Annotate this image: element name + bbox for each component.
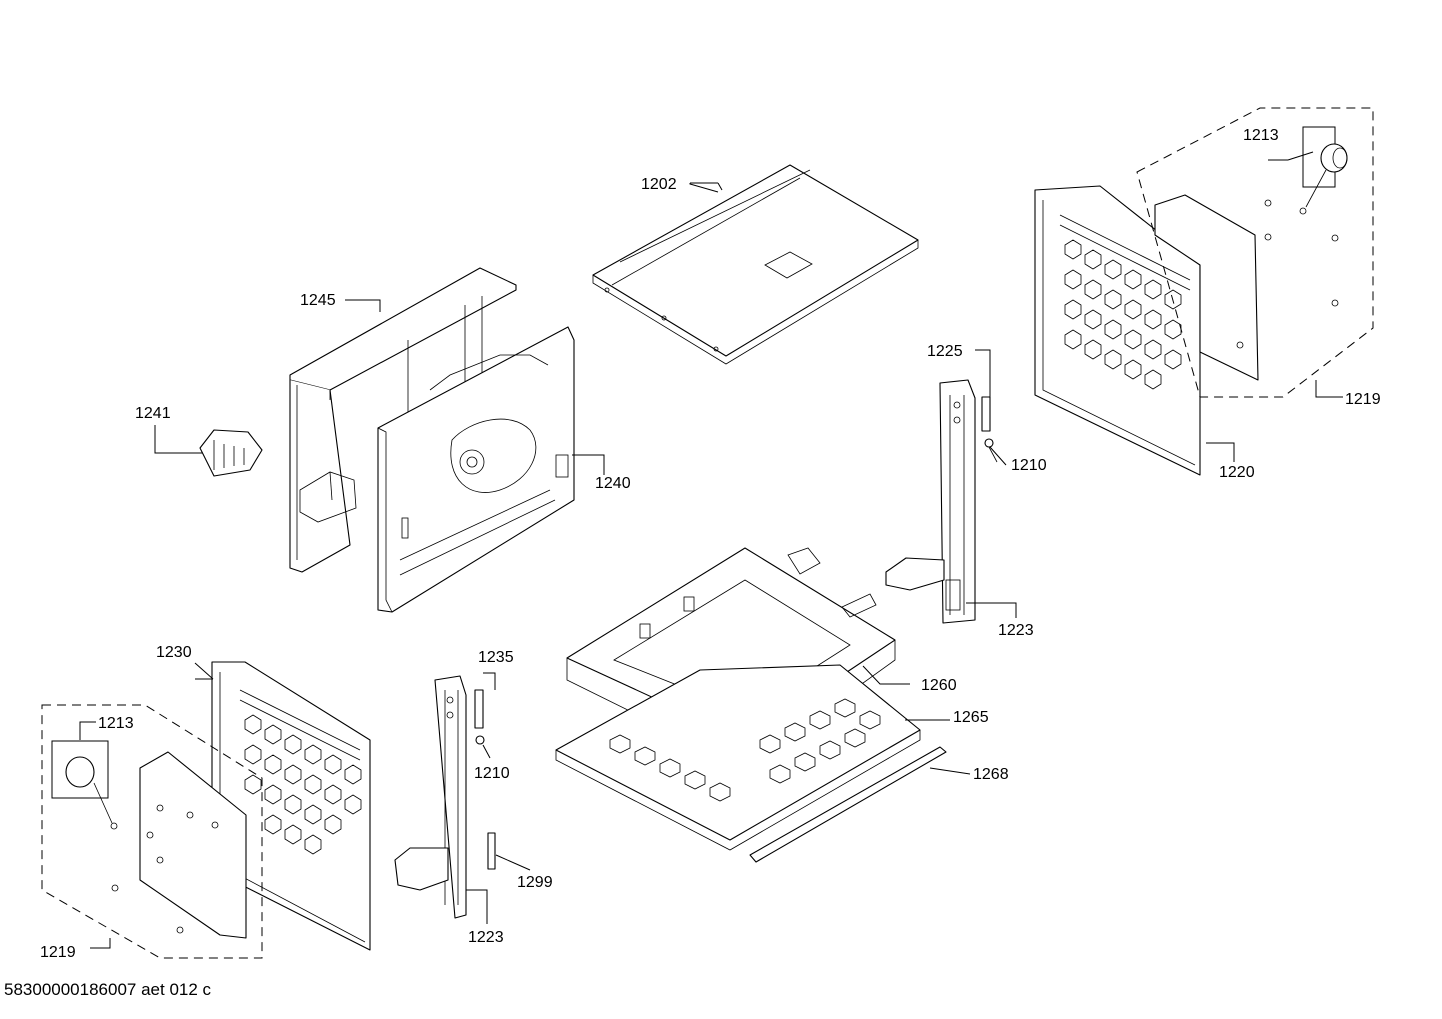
part-1245-liner-frame [289,267,517,573]
part-1219-heat-shield-right [1154,194,1339,381]
part-1219-heat-shield-left [111,751,247,939]
part-1210-screw-left [475,735,485,745]
honeycomb-right [1064,239,1182,390]
label-1299: 1299 [517,874,553,891]
label-1260: 1260 [921,677,957,694]
part-1213-knob-box-left [51,740,109,799]
label-1268: 1268 [973,766,1009,783]
label-1235: 1235 [478,649,514,666]
label-1230: 1230 [156,644,192,661]
label-1213-left: 1213 [98,715,134,732]
part-1299-clip [487,832,496,870]
part-1213-knob-right [1305,143,1348,208]
label-1223-right: 1223 [998,622,1034,639]
part-1223-rail-left [394,675,467,919]
dashed-group-1219-left [41,704,263,959]
label-1202: 1202 [641,176,677,193]
dashed-group-1219-right [1136,107,1374,398]
label-1210-left: 1210 [474,765,510,782]
label-1219-left: 1219 [40,944,76,961]
part-1235-clip-left [474,689,484,729]
label-1220: 1220 [1219,464,1255,481]
part-1241-bracket [199,429,263,477]
part-1265-bottom-tray [555,664,921,851]
label-1219-top: 1219 [1345,391,1381,408]
label-1223-left: 1223 [468,929,504,946]
part-1213-knob-left [65,756,118,830]
drawing-code: 58300000186007 aet 012 c [4,980,212,999]
label-1265: 1265 [953,709,989,726]
part-1240-rear-panel [377,326,575,613]
part-1223-rail-right [885,379,976,624]
part-1268-strip [749,746,947,863]
label-1225: 1225 [927,343,963,360]
label-1240: 1240 [595,475,631,492]
label-1241: 1241 [135,405,171,422]
part-1202-top-cover [592,164,919,365]
part-1220-side-panel-right [1034,185,1201,476]
part-1210-screw-right [984,438,998,463]
part-1225-clip-right [981,396,991,432]
label-1213-top: 1213 [1243,127,1279,144]
label-1210-right: 1210 [1011,457,1047,474]
honeycomb-left [244,714,362,855]
label-1245: 1245 [300,292,336,309]
honeycomb-bottom [609,698,881,802]
